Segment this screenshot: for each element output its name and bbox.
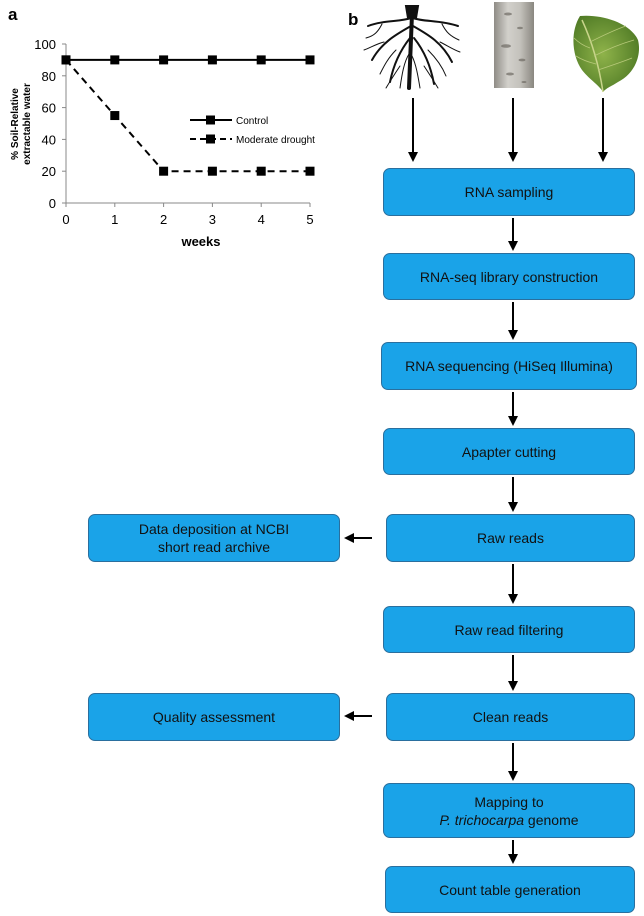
x-axis-label: weeks: [180, 234, 220, 249]
panel-a-label: a: [8, 5, 18, 24]
y-axis-label-line1: % Soil-Relative: [10, 88, 21, 160]
legend-control-marker: [206, 115, 215, 125]
step-adapter-cutting: Apapter cutting: [383, 428, 635, 475]
x-tick-label: 5: [306, 212, 313, 227]
step-raw-reads: Raw reads: [386, 514, 635, 562]
step-mapping-species: P. trichocarpa: [439, 811, 525, 828]
side-data-deposition-line2: short read archive: [157, 539, 271, 555]
step-count-table-label: Count table generation: [439, 881, 581, 898]
series-line-drought: [65, 59, 310, 173]
x-tick-label: 0: [62, 212, 69, 227]
data-point-control: [207, 55, 217, 65]
legend-drought-label: Moderate drought: [236, 135, 315, 146]
y-tick-label: 40: [42, 132, 56, 147]
side-data-deposition-line1: Data deposition at NCBI: [138, 521, 290, 537]
legend-drought-marker: [206, 134, 215, 144]
x-tick-label: 3: [209, 212, 216, 227]
data-point-drought: [256, 166, 266, 176]
step-mapping: Mapping to P. trichocarpa genome: [383, 783, 635, 838]
x-tick-label: 4: [258, 212, 265, 227]
stem-bark-image: [494, 2, 534, 88]
step-adapter-cutting-label: Apapter cutting: [461, 443, 557, 460]
leaf-image: [573, 15, 640, 93]
step-rna-sampling-label: RNA sampling: [464, 184, 554, 200]
data-point-drought: [159, 166, 169, 176]
data-point-control: [110, 55, 120, 65]
step-raw-reads-label: Raw reads: [477, 530, 544, 546]
step-mapping-suffix: genome: [524, 811, 579, 828]
step-clean-reads-label: Clean reads: [472, 709, 549, 725]
data-point-drought: [61, 55, 71, 65]
side-quality-assessment: Quality assessment: [88, 693, 340, 741]
y-tick-label: 60: [42, 101, 56, 116]
y-tick-label: 20: [42, 164, 56, 179]
y-tick-label: 80: [42, 69, 56, 84]
step-count-table: Count table generation: [385, 866, 635, 913]
legend-control-label: Control: [236, 116, 268, 127]
y-tick-label: 0: [49, 196, 56, 211]
data-point-control: [159, 55, 169, 65]
step-clean-reads: Clean reads: [386, 693, 635, 741]
data-point-control: [256, 55, 266, 65]
data-point-drought: [207, 166, 217, 176]
step-library-construction-label: RNA-seq library construction: [419, 268, 599, 285]
y-tick-label: 100: [34, 37, 56, 52]
y-axis-label-line2: extractable water: [22, 83, 33, 165]
step-rna-sampling: RNA sampling: [383, 168, 635, 216]
data-point-drought: [305, 166, 315, 176]
x-tick-label: 1: [111, 212, 118, 227]
side-quality-assessment-label: Quality assessment: [152, 709, 276, 725]
data-point-drought: [110, 111, 120, 121]
root-image: [363, 5, 461, 90]
panel-b-label: b: [348, 10, 359, 29]
step-rna-sequencing-label: RNA sequencing (HiSeq Illumina): [405, 358, 613, 374]
step-raw-read-filtering-label: Raw read filtering: [454, 621, 564, 638]
drought-line-chart: 0 20 40 60 80 100 0 1 2 3 4 5 Control Moderate drou…: [10, 37, 315, 249]
step-raw-read-filtering: Raw read filtering: [383, 606, 635, 653]
x-tick-label: 2: [160, 212, 167, 227]
step-rna-sequencing: RNA sequencing (HiSeq Illumina): [381, 342, 637, 390]
data-point-control: [305, 55, 315, 65]
side-data-deposition: Data deposition at NCBI short read archi…: [88, 514, 340, 562]
step-library-construction: RNA-seq library construction: [383, 253, 635, 300]
step-mapping-label: Mapping to: [474, 793, 544, 810]
